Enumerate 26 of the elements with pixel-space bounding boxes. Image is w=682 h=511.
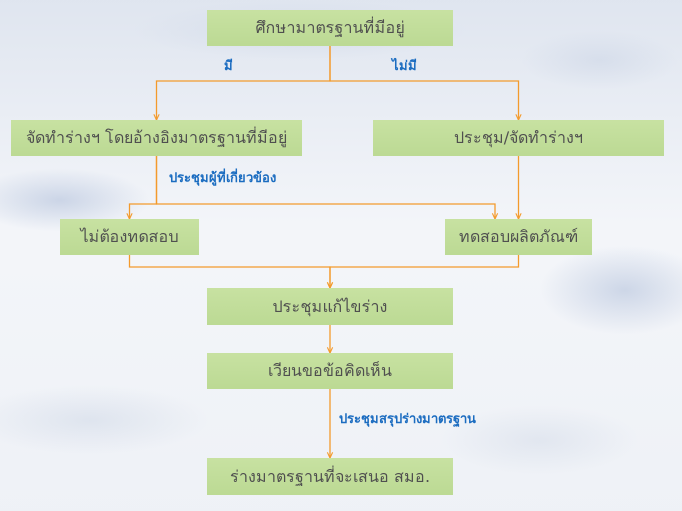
connector-arrow [326, 325, 334, 354]
edge-label: มี [224, 59, 233, 75]
step-text: จัดทำร่างฯ โดยอ้างอิงมาตรฐานที่มีอยู่ [26, 128, 288, 148]
process-box [207, 353, 453, 389]
connector-arrow [326, 389, 334, 459]
process-box [60, 219, 199, 255]
process-box [445, 219, 592, 255]
process-box [373, 120, 664, 156]
edge-label: ไม่มี [392, 59, 417, 75]
step-text: เวียนขอข้อคิดเห็น [268, 361, 392, 381]
process-box [207, 288, 453, 325]
connector-arrow [329, 46, 522, 121]
connector-arrow [515, 156, 522, 220]
step-text: ประชุม/จัดทำร่างฯ [454, 128, 584, 148]
edge-label: ประชุมสรุปร่างมาตรฐาน [339, 412, 476, 428]
step-text: ร่างมาตรฐานที่จะเสนอ สมอ. [230, 466, 430, 486]
edge-label: ประชุมผู้ที่เกี่ยวข้อง [169, 171, 276, 187]
process-box [207, 458, 453, 495]
step-text: ไม่ต้องทดสอบ [80, 227, 178, 247]
step-text: ศึกษามาตรฐานที่มีอยู่ [256, 18, 404, 38]
process-box [11, 120, 302, 156]
connector-arrow [326, 255, 520, 289]
step-text: ทดสอบผลิตภัณฑ์ [459, 227, 578, 247]
connector-arrow [156, 156, 498, 220]
step-text: ประชุมแก้ไขร่าง [272, 296, 388, 316]
process-box [207, 10, 453, 46]
